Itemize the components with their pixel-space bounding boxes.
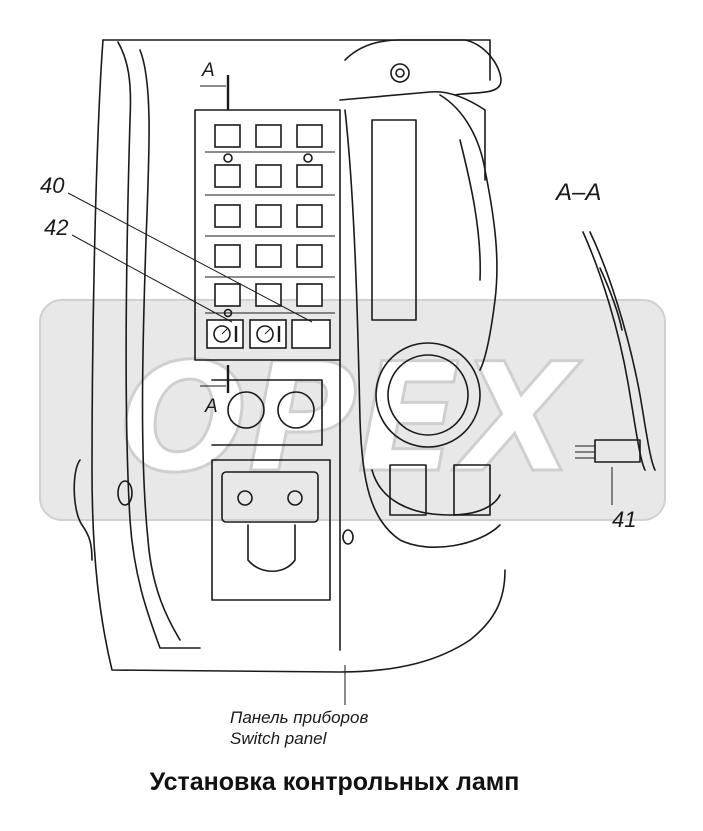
figure-caption: Установка контрольных ламп <box>149 768 520 796</box>
watermark: OPEX <box>39 299 666 521</box>
gauge-needle <box>264 328 271 335</box>
mounting-hole <box>237 490 253 506</box>
switch-key <box>255 124 282 148</box>
section-view-a-a: A–A <box>554 179 656 471</box>
handle-bolt-inner <box>395 68 405 78</box>
lower-console-upper-frame <box>211 379 323 446</box>
lower-console <box>211 379 331 601</box>
control-lamp-gauge-right <box>249 319 287 349</box>
switch-key <box>214 124 241 148</box>
dashboard-body <box>73 39 506 673</box>
switch-key <box>296 244 323 268</box>
callout-40: 40 <box>40 173 65 198</box>
round-vent-outer <box>375 342 481 448</box>
callout-42: 42 <box>44 215 68 240</box>
mounting-plate <box>221 471 319 523</box>
technical-drawing: OPEX <box>39 39 666 748</box>
section-profile-inner <box>589 231 656 471</box>
callout-leaders <box>67 192 613 705</box>
right-lower-contour <box>344 109 501 548</box>
switch-key <box>214 244 241 268</box>
dashboard-left-panel-contour <box>117 41 201 649</box>
right-instrument-area <box>339 39 502 651</box>
lamp-body <box>594 439 641 463</box>
lower-console-frame <box>211 459 331 601</box>
panel-label-ru: Панель приборов <box>230 708 368 727</box>
control-lamp-blank <box>291 319 331 349</box>
switch-key <box>214 204 241 228</box>
section-view-label: A–A <box>554 179 601 206</box>
leader-40 <box>67 192 313 323</box>
dashboard-outer-outline <box>91 39 506 673</box>
control-lamp-gauge-left <box>206 319 244 349</box>
round-socket <box>277 391 315 429</box>
panel-screw <box>342 529 354 545</box>
watermark-text: OPEX <box>120 332 582 506</box>
switch-key <box>214 164 241 188</box>
right-upper-contour <box>339 90 486 181</box>
left-side-bump <box>73 459 93 561</box>
switch-key <box>296 124 323 148</box>
dashboard-top-edge <box>102 39 491 81</box>
handle-outline <box>344 39 502 96</box>
lower-switch-block <box>453 464 491 516</box>
bracket-cutout <box>247 524 296 573</box>
left-side-screw <box>117 480 133 506</box>
gauge-icon <box>213 325 231 343</box>
switch-key <box>255 244 282 268</box>
gauge-icon <box>256 325 274 343</box>
shroud-inner-curve <box>459 139 482 281</box>
indicator-bulb <box>223 153 233 163</box>
switch-key <box>255 204 282 228</box>
mounting-hole <box>287 490 303 506</box>
shroud-right-contour <box>439 94 498 371</box>
section-line-a: A A <box>200 60 230 417</box>
switch-key <box>214 283 241 307</box>
section-hatch <box>599 267 623 331</box>
panel-label-en: Switch panel <box>230 729 328 748</box>
indicator-bulb <box>303 153 313 163</box>
gauge-needle <box>221 328 228 335</box>
section-mark-lower: A <box>204 396 218 417</box>
section-mark-upper: A <box>201 60 215 81</box>
leader-42 <box>71 234 233 323</box>
handle-bolt <box>390 63 410 83</box>
dashboard-left-inner-contour <box>139 49 181 641</box>
switch-panel <box>194 109 341 361</box>
control-lamp-row <box>206 319 331 349</box>
switch-key-grid <box>214 124 323 307</box>
watermark-plate <box>39 299 666 521</box>
indicator-bulb <box>223 308 233 318</box>
lower-switch-block <box>389 464 427 516</box>
round-vent-inner <box>387 354 469 436</box>
callout-41: 41 <box>612 507 636 532</box>
round-socket <box>227 391 265 429</box>
switch-key <box>255 283 282 307</box>
switch-key <box>255 164 282 188</box>
switch-key <box>296 164 323 188</box>
switch-key <box>296 204 323 228</box>
switch-key <box>296 283 323 307</box>
vertical-slot <box>371 119 417 321</box>
